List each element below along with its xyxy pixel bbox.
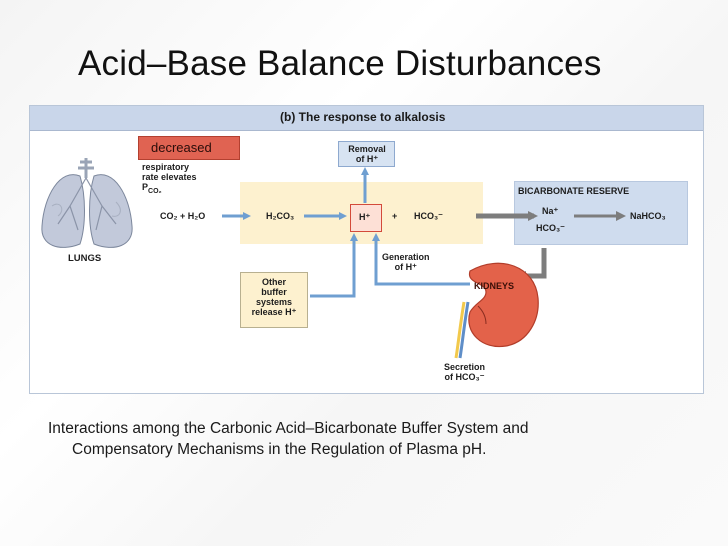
- generation-line-1: Generation: [382, 252, 430, 262]
- caption: Interactions among the Carbonic Acid–Bic…: [48, 418, 668, 460]
- kidney-icon: [454, 262, 539, 359]
- respiratory-text: respiratory rate elevates PCO₂: [142, 162, 197, 197]
- lungs-icon: [41, 158, 133, 248]
- slide-title: Acid–Base Balance Disturbances: [78, 44, 602, 83]
- secretion-line-2: of HCO₃⁻: [444, 372, 485, 382]
- other-buffer-box: Other buffer systems release H⁺: [240, 272, 308, 328]
- figure-header-text: (b) The response to alkalosis: [280, 110, 446, 124]
- arrow-other-buffers-to-hplus: [310, 233, 358, 298]
- secretion-text: Secretion of HCO₃⁻: [444, 362, 485, 382]
- nahco3-text: NaHCO₃: [630, 211, 666, 221]
- respiratory-line-2: rate elevates: [142, 172, 197, 182]
- removal-line-2: of H⁺: [355, 154, 379, 164]
- secretion-line-1: Secretion: [444, 362, 486, 372]
- other-buffer-line-4: release H⁺: [251, 307, 297, 317]
- removal-text: Removal of H⁺: [345, 144, 389, 164]
- h2co3-text: H₂CO₃: [266, 211, 295, 221]
- other-buffer-text: Other buffer systems release H⁺: [241, 277, 307, 317]
- other-buffer-line-3: systems: [255, 297, 293, 307]
- other-buffer-line-1: Other: [261, 277, 286, 287]
- caption-line-2: Compensatory Mechanisms in the Regulatio…: [72, 441, 487, 458]
- removal-box: Removal of H⁺: [338, 141, 395, 167]
- hplus-text: H⁺: [359, 212, 371, 222]
- bicarbonate-reserve-title: BICARBONATE RESERVE: [518, 186, 630, 196]
- pco2-label: PCO₂: [142, 182, 162, 195]
- hplus-box: H⁺: [350, 204, 382, 232]
- figure-header: (b) The response to alkalosis: [30, 106, 703, 131]
- hco3-text: HCO₃⁻: [414, 211, 443, 221]
- kidneys-label: KIDNEYS: [474, 281, 515, 291]
- bicarbonate-reserve-panel: [514, 181, 688, 245]
- reserve-hco3-text: HCO₃⁻: [536, 223, 565, 233]
- decreased-tag: decreased: [138, 136, 240, 160]
- co2-h2o-text: CO₂ + H₂O: [160, 211, 206, 221]
- alkalosis-diagram: (b) The response to alkalosis: [29, 105, 704, 394]
- diagram-graphics: [41, 158, 626, 359]
- respiratory-line-1: respiratory: [142, 162, 190, 172]
- caption-line-1: Interactions among the Carbonic Acid–Bic…: [48, 420, 529, 437]
- removal-line-1: Removal: [348, 144, 386, 154]
- other-buffer-line-2: buffer: [261, 287, 287, 297]
- lungs-label: LUNGS: [68, 253, 102, 264]
- na-text: Na⁺: [542, 206, 559, 216]
- plus-sign: +: [392, 211, 398, 221]
- generation-line-2: of H⁺: [394, 262, 417, 272]
- arrow-kidney-generation-to-hplus: [372, 233, 470, 286]
- generation-text: Generation of H⁺: [382, 252, 430, 272]
